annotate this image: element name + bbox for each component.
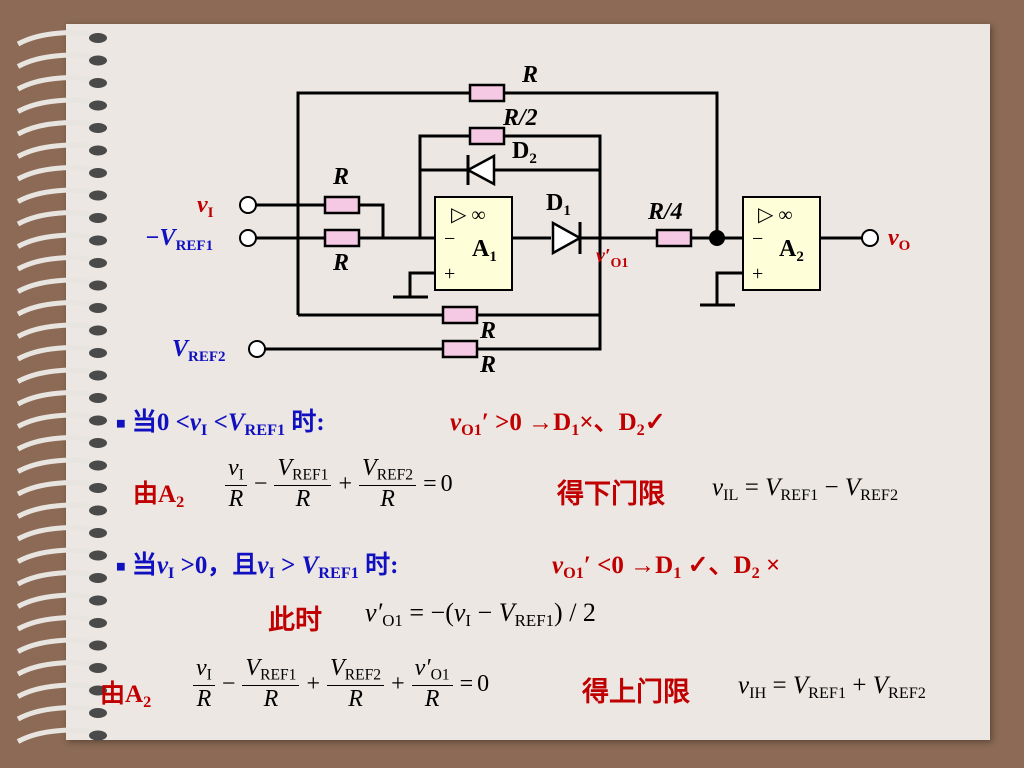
spiral-hole [89, 460, 107, 471]
resistors [323, 83, 693, 359]
label-r-fb2: R [479, 352, 496, 378]
resistor-top-r [468, 83, 506, 103]
bullet-icon: ■ [116, 558, 126, 576]
resistor-vref2 [441, 339, 479, 359]
spiral-hole [89, 528, 107, 538]
terminal-vo [861, 229, 879, 247]
spiral-hole [89, 550, 107, 561]
case1-limit-formula: vIL = VREF1 − VREF2 [712, 474, 899, 504]
case2-condition: ■ 当vI >0，且vI > VREF1 时: [116, 552, 399, 582]
spiral-hole [89, 438, 107, 448]
spiral-hole [89, 618, 107, 628]
bullet-icon: ■ [116, 415, 126, 433]
label-r-half: R/2 [502, 105, 538, 131]
opamp-a2 [742, 196, 821, 291]
case1-condition: ■ 当0 <vI <VREF1 时: [116, 409, 325, 439]
label-vref2: VREF2 [172, 336, 226, 365]
label-r-in2: R [332, 250, 349, 276]
spiral-hole [89, 348, 107, 358]
resistor-input-vi [323, 195, 361, 215]
spiral-hole [89, 483, 107, 493]
label-vi: vI [197, 192, 214, 221]
diode-d1 [551, 220, 583, 256]
opamp-a1-minus: − [444, 228, 455, 250]
spiral-hole [89, 708, 107, 718]
spiral-hole [89, 663, 107, 673]
opamp-a1-plus: + [444, 263, 455, 285]
opamp-a1-label: A1 [472, 236, 497, 265]
slide-page [66, 24, 990, 740]
label-d2: D2 [512, 138, 537, 167]
spiral-hole [89, 100, 107, 111]
label-r-quarter: R/4 [647, 199, 683, 225]
label-r-fb1: R [479, 318, 496, 344]
spiral-hole [89, 213, 107, 223]
spiral-hole [89, 505, 107, 516]
spiral-hole [89, 235, 107, 246]
case1-result: vO1′ >0 →D1×、D2✓ [450, 409, 666, 439]
junction-dot [709, 230, 725, 246]
diode-d2 [465, 153, 496, 187]
terminal-vref2 [248, 340, 266, 358]
label-vref1: −VREF1 [145, 225, 213, 254]
spiral-hole [89, 280, 107, 291]
spiral-hole [89, 258, 107, 268]
spiral-hole [89, 123, 107, 133]
spiral-hole [89, 33, 107, 43]
spiral-hole [89, 415, 107, 426]
label-r-in1: R [332, 164, 349, 190]
case2-result: vO1′ <0 →D1 ✓、D2 × [552, 552, 781, 582]
case2-limit-formula: vIH = VREF1 + VREF2 [738, 672, 926, 702]
spiral-hole [89, 303, 107, 313]
circuit-wires [256, 91, 862, 351]
resistor-quarter-r [655, 228, 693, 248]
resistor-feedback-vo1 [441, 305, 479, 325]
label-d1: D1 [546, 190, 571, 219]
spiral-hole [89, 370, 107, 381]
opamp-a2-minus: − [752, 228, 763, 250]
label-r-top: R [521, 62, 538, 88]
spiral-hole [89, 730, 107, 741]
case2-by-a2: 由A2 [100, 681, 152, 711]
case1-by-a2: 由A2 [133, 481, 185, 511]
resistor-input-vref1 [323, 228, 361, 248]
spiral-hole [89, 55, 107, 66]
label-vo1: v′O1 [596, 245, 628, 271]
case1-limit-label: 得下门限 [557, 479, 665, 509]
spiral-hole [89, 190, 107, 201]
resistor-half-r [468, 126, 506, 146]
terminal-vi [239, 196, 257, 214]
opamp-a2-plus: + [752, 263, 763, 285]
case2-limit-label: 得上门限 [582, 677, 690, 707]
spiral-hole [89, 145, 107, 156]
opamp-a2-label: A2 [779, 236, 804, 265]
spiral-hole [89, 573, 107, 583]
label-vo: vO [888, 225, 910, 254]
spiral-hole [89, 78, 107, 88]
case2-now-label: 此时 [268, 605, 322, 635]
spiral-hole [89, 325, 107, 336]
opamp-a1 [434, 196, 513, 291]
case2-vo1-formula: v′O1 = −(vI − VREF1) / 2 [365, 598, 596, 631]
spiral-hole [89, 595, 107, 606]
notebook-spiral-binding [16, 30, 107, 744]
spiral-hole [89, 685, 107, 696]
spiral-hole [89, 640, 107, 651]
spiral-hole [89, 393, 107, 403]
terminal-vref1 [239, 229, 257, 247]
opamp-a1-symbol: ▷ ∞ [451, 204, 486, 226]
opamp-a2-symbol: ▷ ∞ [758, 204, 793, 226]
spiral-hole [89, 168, 107, 178]
